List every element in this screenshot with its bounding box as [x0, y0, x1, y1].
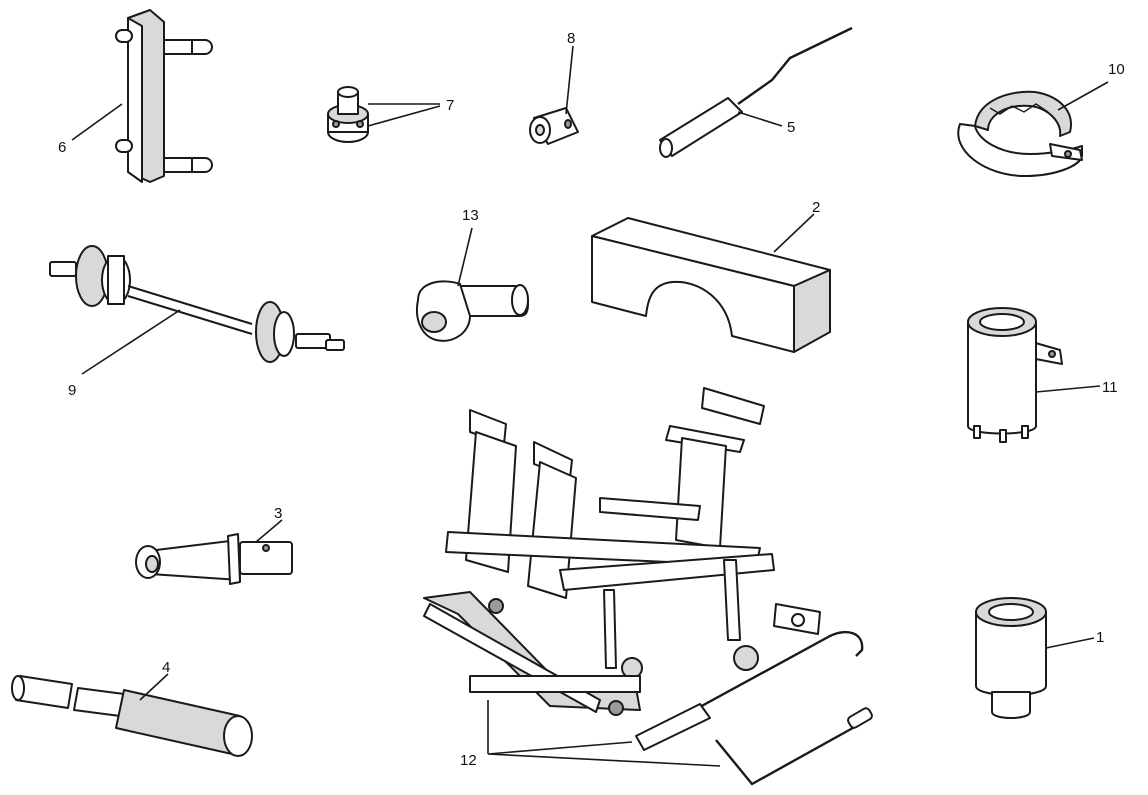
- leader-5: [737, 111, 783, 127]
- tool-2-block: [591, 217, 831, 353]
- tool-1-socket: [975, 597, 1047, 719]
- tool-6-pin-plate: [115, 9, 213, 183]
- leader-4: [139, 673, 169, 701]
- leader-13: [457, 227, 473, 287]
- leader-8: [565, 45, 574, 115]
- callout-2: 2: [812, 199, 820, 216]
- callout-1: 1: [1096, 629, 1104, 646]
- callout-6: 6: [58, 139, 66, 156]
- tool-4-drift: [11, 675, 253, 757]
- callout-5: 5: [787, 119, 795, 136]
- callout-12: 12: [460, 752, 477, 769]
- leader-10: [1057, 81, 1109, 111]
- leader-11: [1035, 385, 1101, 393]
- leader-9: [81, 309, 181, 375]
- leader-3: [255, 519, 283, 543]
- tool-7-adapter: [327, 86, 369, 143]
- tool-10-ring-spanner: [957, 90, 1083, 177]
- callout-11: 11: [1102, 379, 1118, 396]
- leader-6: [71, 103, 123, 141]
- callout-13: 13: [462, 207, 479, 224]
- callout-10: 10: [1108, 61, 1125, 78]
- leader-12: [487, 700, 721, 767]
- tool-12-jack-stand: [423, 387, 873, 786]
- tool-9-puller: [49, 245, 345, 363]
- tool-8-pin-collar: [529, 107, 579, 145]
- tool-11-socket-arm: [967, 307, 1063, 443]
- tool-5-probe: [659, 26, 853, 158]
- leader-7: [367, 103, 441, 127]
- tool-13-socket-elbow: [416, 280, 529, 342]
- leader-2: [773, 213, 815, 253]
- callout-3: 3: [274, 505, 282, 522]
- callout-8: 8: [567, 30, 575, 47]
- leader-1: [1045, 637, 1095, 649]
- tool-3-spanner: [135, 533, 293, 585]
- callout-9: 9: [68, 382, 76, 399]
- callout-7: 7: [446, 97, 454, 114]
- callout-4: 4: [162, 659, 170, 676]
